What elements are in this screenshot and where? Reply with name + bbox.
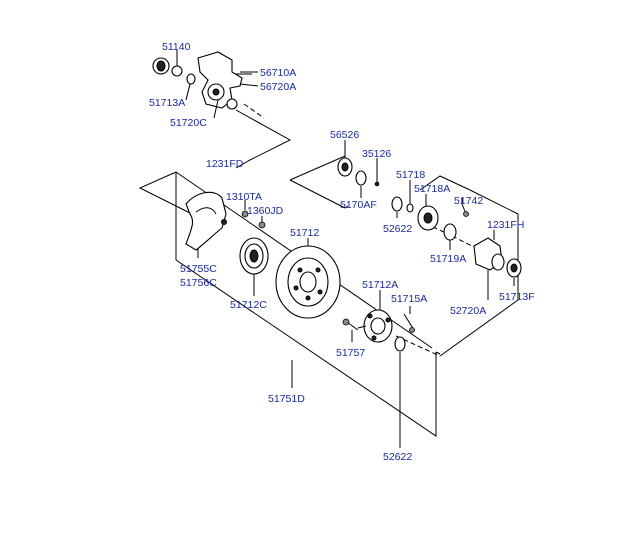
label-52622-lower: 52622 — [383, 451, 412, 463]
label-56710a: 56710A — [260, 67, 296, 79]
locking-hub-52720a — [473, 237, 522, 278]
label-51715a: 51715A — [391, 293, 427, 305]
label-51712: 51712 — [290, 227, 319, 239]
brake-disc-51712 — [275, 245, 341, 319]
label-56720a: 56720A — [260, 81, 296, 93]
label-51755c: 51755C — [180, 263, 217, 275]
label-51713a: 51713A — [149, 97, 185, 109]
label-1231fd: 1231FD — [206, 158, 244, 170]
label-51751d: 51751D — [268, 393, 305, 405]
label-51712c: 51712C — [230, 299, 267, 311]
label-52622-upper: 52622 — [383, 223, 412, 235]
label-51713f: 51713F — [499, 291, 535, 303]
bearing-51712c — [239, 237, 269, 275]
label-5170af: 5170AF — [340, 199, 377, 211]
knuckle-assembly — [152, 51, 252, 110]
label-1360jd: 1360JD — [247, 205, 284, 217]
label-51742: 51742 — [454, 195, 483, 207]
upper-bearing-row — [337, 157, 469, 241]
label-51718a: 51718A — [414, 183, 450, 195]
label-51720c: 51720C — [170, 117, 207, 129]
part-labels: 51140 56710A 56720A 51713A 51720C 1231FD… — [149, 41, 535, 463]
backing-plate — [185, 191, 227, 251]
label-52720a: 52720A — [450, 305, 486, 317]
small-bolts — [241, 210, 266, 229]
label-1310ta: 1310TA — [226, 191, 262, 203]
label-51140: 51140 — [162, 41, 191, 53]
label-56526: 56526 — [330, 129, 359, 141]
hub-51712a — [357, 309, 393, 343]
label-51712a: 51712A — [362, 279, 398, 291]
seal-52622-lower — [394, 336, 406, 352]
leader-lines — [176, 50, 515, 448]
label-1231fh: 1231FH — [487, 219, 524, 231]
label-51756c: 51756C — [180, 277, 217, 289]
label-51719a: 51719A — [430, 253, 466, 265]
label-51757: 51757 — [336, 347, 365, 359]
label-35126: 35126 — [362, 148, 391, 160]
hub-bolts — [342, 313, 415, 333]
label-51718: 51718 — [396, 169, 425, 181]
